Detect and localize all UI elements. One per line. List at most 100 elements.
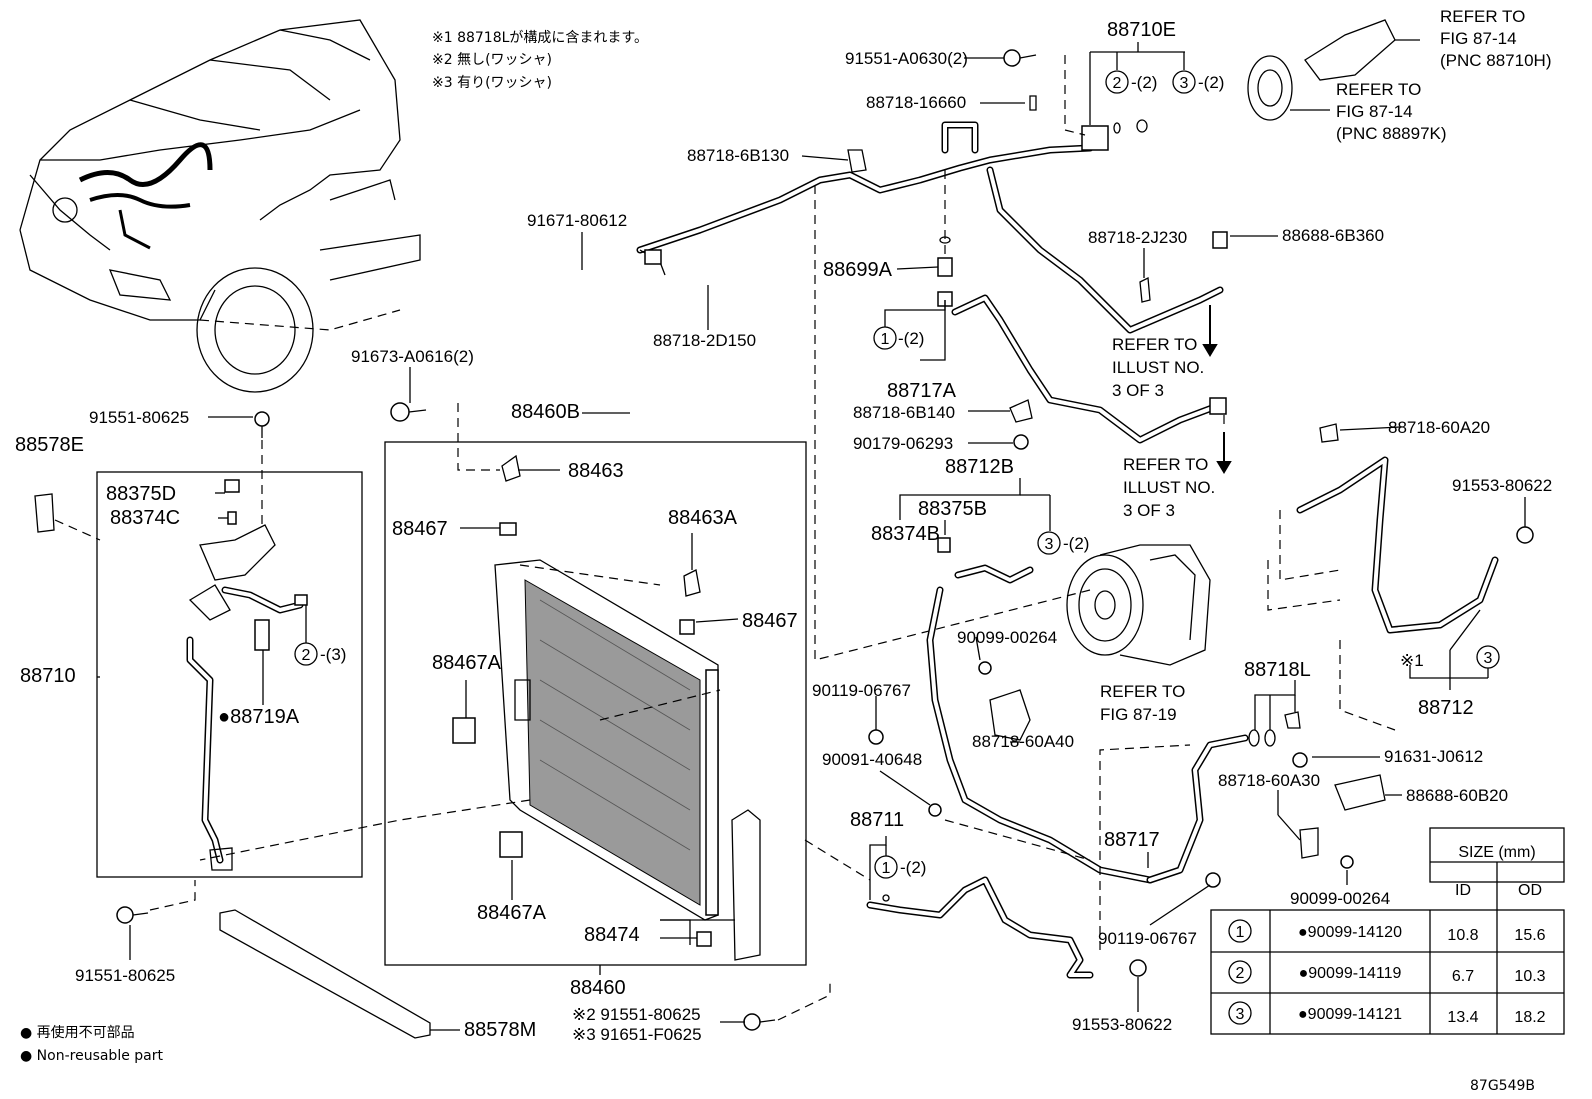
bolt-91551-80625-upper [254, 411, 270, 438]
pipe-88710E-assembly [636, 95, 1224, 334]
label-91671-80612: 91671-80612 [527, 211, 627, 230]
label-88688-6B360: 88688-6B360 [1282, 226, 1384, 245]
label-88718L: 88718L [1244, 659, 1311, 681]
label-91551-80625-upper: 91551-80625 [89, 408, 189, 427]
size-table: SIZE (mm) ID OD 1 ●90099-14120 10.8 15.6… [1210, 827, 1565, 1035]
label-90091-40648: 90091-40648 [822, 750, 922, 769]
vehicle-illustration [19, 19, 421, 393]
label-88467-a: 88467 [392, 518, 448, 540]
label-91553-80622-upper: 91553-80622 [1452, 476, 1552, 495]
label-91631-J0612: 91631-J0612 [1384, 747, 1483, 766]
figure-id: 87G549B [1470, 1078, 1535, 1094]
group-88460-box [384, 441, 807, 966]
label-91651-F0625-note3: ※3 91651-F0625 [572, 1025, 702, 1044]
compressor-reference [1066, 544, 1211, 666]
label-88374C: 88374C [110, 507, 180, 529]
callout-1: 1 [881, 331, 890, 348]
legend-en: ● Non-reusable part [20, 1048, 163, 1064]
label-90099-00264-lower: 90099-00264 [1290, 889, 1390, 908]
label-90119-06767-upper: 90119-06767 [812, 681, 911, 700]
part-labels: REFER TO FIG 87-14 (PNC 88710H) REFER TO… [15, 7, 1552, 1044]
callout-3: 3 [1180, 75, 1189, 92]
label-88718-2D150: 88718-2D150 [653, 331, 756, 350]
label-90099-00264-upper: 90099-00264 [957, 628, 1057, 647]
legend-jp: ● 再使用不可部品 [20, 1024, 135, 1041]
label-88467-b: 88467 [742, 610, 798, 632]
ref-fig8719-line1: REFER TO [1100, 682, 1185, 701]
ref-illust-a-line1: REFER TO [1112, 335, 1197, 354]
label-88578M: 88578M [464, 1019, 536, 1041]
part-88712B [926, 434, 1154, 884]
leader-lines [97, 39, 1526, 1031]
row2-part: ●90099-14119 [1299, 965, 1402, 982]
part-88460-condenser [494, 559, 719, 921]
part-88711 [866, 876, 1094, 979]
label-88711: 88711 [850, 809, 904, 831]
label-mark1: ※1 [1400, 651, 1424, 670]
note-2: ※2 無し(ワッシャ) [432, 52, 552, 68]
label-88712: 88712 [1418, 697, 1474, 719]
row1-num: 1 [1236, 924, 1245, 941]
label-88578E: 88578E [15, 434, 84, 456]
part-88578E-shape [34, 493, 55, 533]
part-88578M-shape [219, 909, 431, 1039]
label-circle3-qty-b: -(2) [1063, 534, 1089, 553]
note-1: ※1 88718Lが構成に含まれます。 [432, 30, 648, 46]
row3-part: ●90099-14121 [1298, 1006, 1402, 1023]
callout-3: 3 [1045, 536, 1054, 553]
label-90179-06293: 90179-06293 [853, 434, 953, 453]
ref-illust-a-line3: 3 OF 3 [1112, 381, 1164, 400]
ref-88710H-line2: FIG 87-14 [1440, 29, 1517, 48]
row3-od: 18.2 [1514, 1009, 1545, 1026]
bolt-91551-A0630 [1003, 49, 1037, 67]
ref-fig8719-line2: FIG 87-19 [1100, 705, 1177, 724]
bolt-91551-80625-lower [116, 906, 149, 924]
row1-od: 15.6 [1514, 927, 1545, 944]
label-circle2-qty-b: -(3) [320, 645, 346, 664]
part-88710-pipe [186, 479, 308, 871]
group-88710-box [96, 471, 363, 878]
callout-3: 3 [1484, 650, 1493, 667]
label-91551-80625-lower: 91551-80625 [75, 966, 175, 985]
label-circle1-qty: -(2) [898, 329, 924, 348]
row1-part: ●90099-14120 [1298, 924, 1402, 941]
ref-illust-b-line1: REFER TO [1123, 455, 1208, 474]
row2-od: 10.3 [1514, 968, 1545, 985]
legend: ● 再使用不可部品 ● Non-reusable part [20, 1024, 163, 1064]
label-88375B: 88375B [918, 498, 987, 520]
label-88719A: ●88719A [218, 706, 300, 728]
part-88717 [1146, 734, 1249, 884]
row2-num: 2 [1236, 965, 1245, 982]
label-88467A-b: 88467A [477, 902, 547, 924]
callout-2: 2 [302, 647, 311, 664]
col-id-header: ID [1455, 882, 1471, 899]
bolt-91551-80625-bottom [743, 1013, 776, 1031]
label-88467A-a: 88467A [432, 652, 502, 674]
label-88718-60A30: 88718-60A30 [1218, 771, 1320, 790]
ref-88897K-line1: REFER TO [1336, 80, 1421, 99]
label-88460B: 88460B [511, 401, 580, 423]
label-88718-2J230: 88718-2J230 [1088, 228, 1187, 247]
callout-1: 1 [882, 860, 891, 877]
label-88718-60A20: 88718-60A20 [1388, 418, 1490, 437]
ref-88897K-line2: FIG 87-14 [1336, 102, 1413, 121]
label-88718-6B140: 88718-6B140 [853, 403, 955, 422]
label-88710E: 88710E [1107, 19, 1176, 41]
label-88374B: 88374B [871, 523, 940, 545]
label-88712B: 88712B [945, 456, 1014, 478]
row1-id: 10.8 [1447, 927, 1478, 944]
bolt-91673-A0616 [390, 402, 427, 422]
label-circle2-qty: -(2) [1131, 73, 1157, 92]
label-88474: 88474 [584, 924, 640, 946]
label-88718-6B130: 88718-6B130 [687, 146, 789, 165]
label-91551-80625-note2: ※2 91551-80625 [572, 1005, 701, 1024]
row3-num: 3 [1236, 1006, 1245, 1023]
ref-88710H-line1: REFER TO [1440, 7, 1525, 26]
label-88699A: 88699A [823, 259, 893, 281]
label-circle3-qty: -(2) [1198, 73, 1224, 92]
ref-illust-b-line3: 3 OF 3 [1123, 501, 1175, 520]
label-88710: 88710 [20, 665, 76, 687]
label-91551-A0630: 91551-A0630(2) [845, 49, 968, 68]
